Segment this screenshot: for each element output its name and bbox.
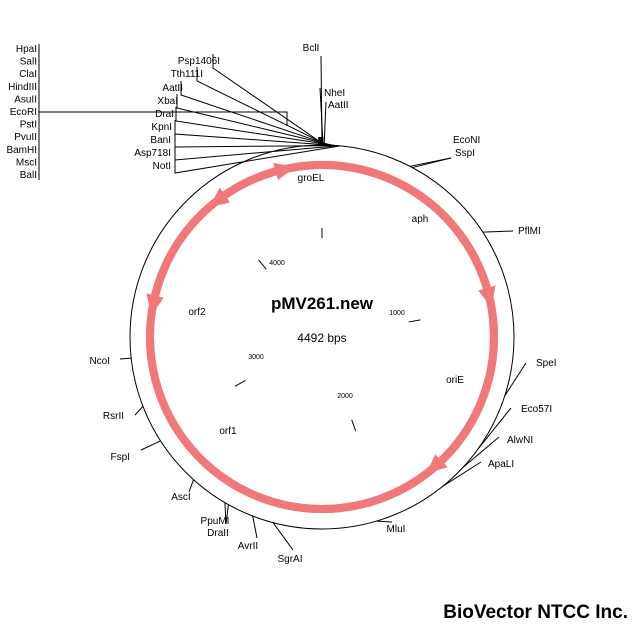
site-label-tth111i-1: Tth111I (171, 69, 203, 80)
site-label-bcli-9: BclI (303, 43, 320, 54)
feature-layer: groEL aph oriE orf1 orf2 (146, 161, 498, 513)
scale-tick-1000 (408, 319, 421, 323)
site-line-fspi-25 (140, 440, 161, 451)
site-line-spei-15 (504, 362, 527, 396)
site-label-sspi-13: SspI (455, 148, 475, 159)
mcs-site-pvuii-7: PvuII (14, 132, 37, 143)
mcs-site-bamhi-8: BamHI (6, 145, 37, 156)
site-line-nhei-10 (319, 87, 324, 146)
plasmid-name: pMV261.new (271, 294, 374, 313)
site-label-kpni-5: KpnI (151, 122, 172, 133)
site-line-eco57i-16 (477, 407, 512, 450)
feature-label-groel: groEL (298, 173, 325, 184)
feature-label-aph: aph (412, 214, 429, 225)
site-line-noti-8 (174, 145, 341, 174)
site-label-aatii-11: AatII (328, 100, 349, 111)
scale-tick-2000 (351, 419, 357, 432)
mcs-connector (39, 111, 288, 126)
scale-tick-label-3000: 3000 (248, 354, 264, 361)
scale-ticks: 1000 2000 3000 4000 (234, 259, 421, 432)
mcs-site-clai-2: ClaI (19, 69, 37, 80)
site-line-rsrii-26 (134, 405, 144, 416)
site-labels: Psp1406I Tth111I AatII XbaI DraI KpnI BanI Asp7… (6, 43, 556, 565)
feature-orf2 (146, 161, 498, 513)
feature-aph-body (352, 163, 491, 290)
site-label-fspi-25: FspI (111, 452, 130, 463)
site-label-drai-4: DraI (155, 109, 174, 120)
site-label-ncoi-27: NcoI (89, 356, 110, 367)
feature-label-orie: oriE (446, 375, 464, 386)
site-label-rsrii-26: RsrII (103, 411, 124, 422)
feature-aph (352, 163, 496, 308)
site-label-aatii-2: AatII (162, 83, 183, 94)
feature-label-orf2: orf2 (188, 307, 206, 318)
site-label-apali-18: ApaLI (488, 459, 514, 470)
site-leader-lines (38, 44, 527, 551)
mcs-site-bali-10: BalI (20, 170, 37, 181)
plasmid-size: 4492 bps (297, 331, 346, 345)
scale-tick-4000 (258, 259, 267, 270)
mcs-site-hindiii-3: HindIII (8, 82, 37, 93)
site-label-sgrai-20: SgrAI (277, 554, 302, 565)
site-label-alwni-17: AlwNI (507, 435, 533, 446)
site-line-aatii-2 (180, 81, 331, 146)
site-line-ncoi-27 (119, 357, 132, 360)
site-label-nhei-10: NheI (324, 88, 345, 99)
feature-orf2-body (146, 161, 498, 513)
scale-tick-3000 (234, 379, 246, 387)
site-line-aatii-11 (323, 101, 327, 146)
site-line-xbai-3 (176, 94, 333, 146)
site-label-draii-22: DraII (207, 528, 229, 539)
site-line-tth111i-1 (196, 67, 328, 146)
site-line-asp718i-7 (174, 145, 339, 161)
site-label-asci-24: AscI (171, 492, 190, 503)
feature-label-orf1: orf1 (219, 426, 237, 437)
mcs-site-asuii-4: AsuII (14, 94, 37, 105)
site-line-sgrai-20 (272, 522, 294, 551)
site-line-avrii-21 (252, 515, 258, 539)
site-label-pflmi-14: PflMI (518, 226, 541, 237)
site-label-noti-8: NotI (153, 161, 171, 172)
site-label-psp1406i-0: Psp1406I (178, 56, 220, 67)
site-line-pflmi-14 (482, 230, 514, 233)
site-label-mlui-19: MluI (387, 524, 406, 535)
mcs-site-sali-1: SalI (20, 57, 37, 68)
site-label-econi-12: EcoNI (453, 135, 480, 146)
feature-orf2-head (209, 187, 230, 208)
mcs-site-psti-6: PstI (20, 120, 37, 131)
site-line-ppumi-23 (224, 502, 227, 525)
site-line-psp1406i-0 (212, 54, 325, 146)
site-line-mlui-19 (376, 520, 393, 523)
site-line-sspi-13 (412, 157, 452, 169)
feature-orie (426, 378, 493, 474)
site-label-spei-15: SpeI (536, 358, 557, 369)
scale-tick-label-4000: 4000 (269, 260, 285, 267)
mcs-site-msci-9: MscI (16, 157, 37, 168)
site-label-ppumi-23: PpuMI (201, 516, 230, 527)
mcs-site-hpai-0: HpaI (16, 44, 37, 55)
site-line-draii-22 (225, 504, 229, 525)
site-label-eco57i-16: Eco57I (521, 404, 552, 415)
site-line-apali-18 (442, 461, 482, 487)
site-line-alwni-17 (462, 436, 500, 469)
site-label-bani-6: BanI (150, 135, 171, 146)
site-label-asp718i-7: Asp718I (134, 148, 171, 159)
site-label-xbai-3: XbaI (157, 96, 178, 107)
site-line-asci-24 (188, 479, 195, 493)
brand-label: BioVector NTCC Inc. (443, 602, 628, 623)
scale-tick-label-1000: 1000 (389, 310, 405, 317)
site-label-avrii-21: AvrII (238, 541, 258, 552)
mcs-site-ecori-5: EcoRI (10, 107, 37, 118)
scale-tick-label-2000: 2000 (337, 393, 353, 400)
